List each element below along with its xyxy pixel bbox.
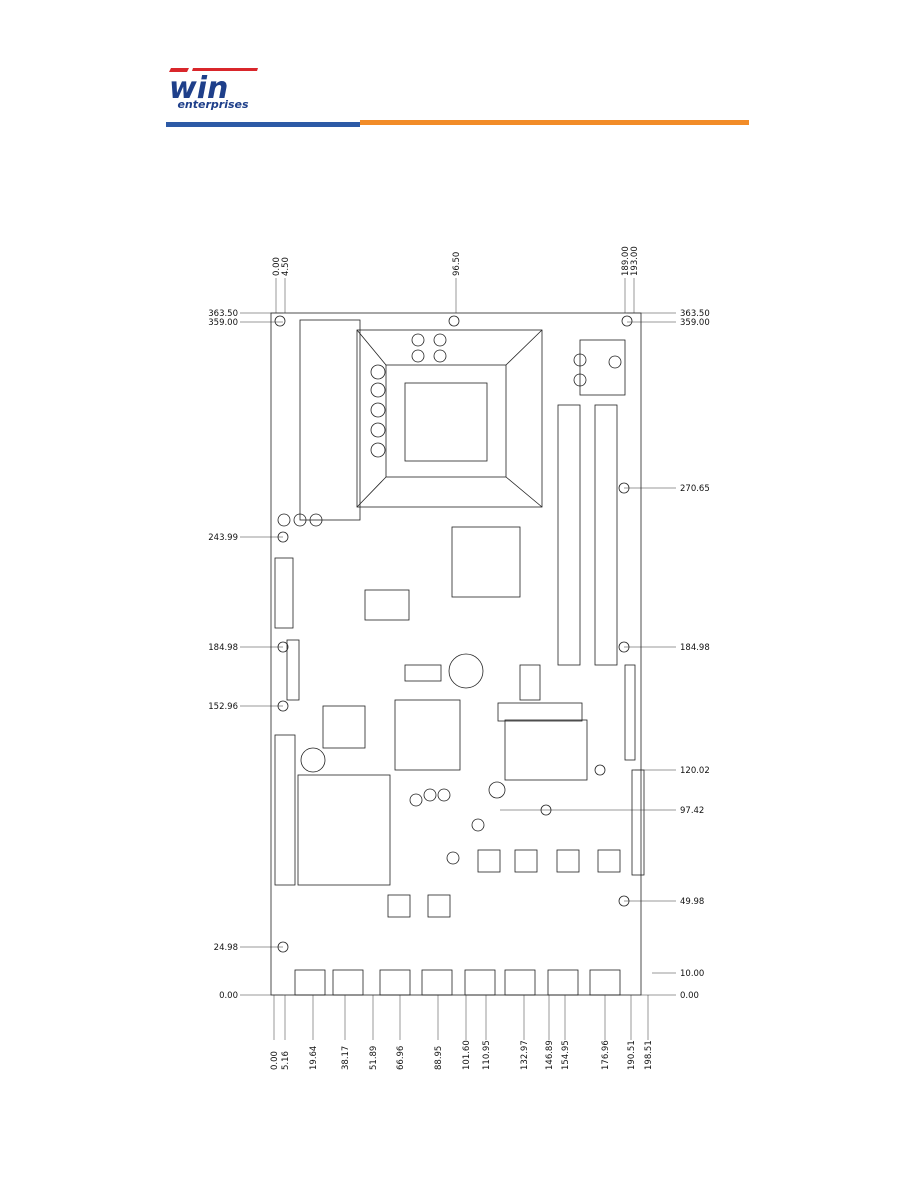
right-dim-label: 184.98 [680,643,710,653]
bottom-dim-label: 110.95 [482,1040,492,1070]
bottom-dim-label: 198.51 [644,1040,654,1070]
pcie-edge-1 [624,664,636,761]
bottom-dim-label: 88.95 [434,1046,444,1070]
top-dim-label: 4.50 [281,257,291,276]
logo-word: win [169,71,228,104]
dimm-slot-2 [594,404,618,666]
left-dim-label: 359.00 [208,318,238,328]
battery [448,653,484,689]
right-dim-label: 97.42 [680,806,704,816]
logo-subtitle: enterprises [177,98,249,111]
left-dim-label: 152.96 [208,702,238,712]
right-dim-label: 10.00 [680,969,704,979]
right-dim-label: 0.00 [680,991,699,1001]
top-dim-label: 96.50 [452,252,462,276]
right-dim-label: 363.50 [680,309,710,319]
right-dim-label: 49.98 [680,897,704,907]
bottom-dim-label: 38.17 [341,1046,351,1070]
top-dim-label: 189.00 [621,246,631,276]
top-dim-label: 193.00 [630,246,640,276]
bottom-dim-label: 154.95 [561,1040,571,1070]
southbridge [394,699,461,771]
bottom-dim-label: 5.16 [281,1051,291,1070]
right-dim-label: 270.65 [680,484,710,494]
bottom-dim-label: 176.96 [601,1040,611,1070]
header-bar-orange [360,120,749,125]
bottom-dim-label: 0.00 [270,1051,280,1070]
header-bar-blue [166,122,360,127]
left-dim-label: 24.98 [214,943,238,953]
left-dim-label: 363.50 [208,309,238,319]
left-dim-label: 243.99 [208,533,238,543]
cf-area [297,774,391,886]
compact-flash [504,719,588,781]
bottom-dim-label: 190.51 [627,1040,637,1070]
left-dim-label: 184.98 [208,643,238,653]
right-dim-label: 359.00 [680,318,710,328]
win-logo-icon: win [169,68,258,106]
pcie-edge-2 [631,769,645,876]
right-dim-label: 120.02 [680,766,710,776]
io-chip [322,705,366,749]
northbridge [451,526,521,598]
left-dim-label: 0.00 [219,991,238,1001]
top-dim-label: 0.00 [272,257,282,276]
bottom-dim-label: 19.64 [309,1046,319,1070]
bottom-dim-label: 66.96 [396,1046,406,1070]
bottom-dim-label: 101.60 [462,1040,472,1070]
bottom-dim-label: 51.89 [369,1046,379,1070]
dimm-slot-1 [557,404,581,666]
board-outline [270,312,642,996]
bottom-dim-label: 132.97 [520,1040,530,1070]
cpu-socket [356,329,543,508]
logo: win [163,64,263,120]
bottom-dim-label: 146.89 [545,1040,555,1070]
